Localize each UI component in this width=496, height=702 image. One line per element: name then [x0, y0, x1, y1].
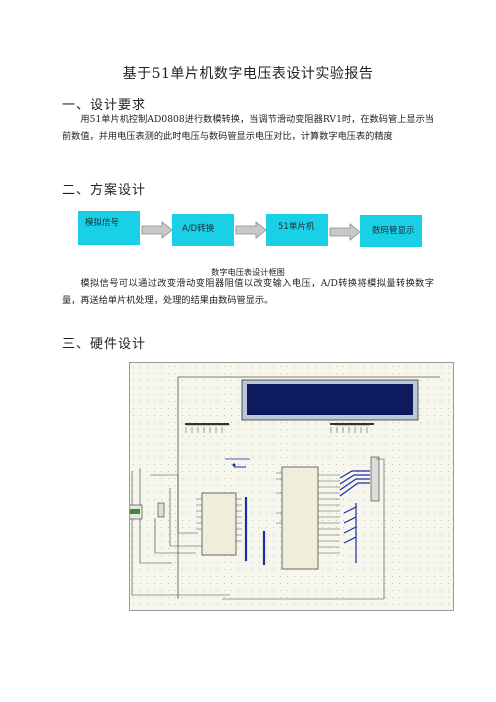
flow-box-label: A/D转换 [182, 224, 215, 234]
flow-arrow-2 [235, 221, 267, 239]
section-heading-hardware: 三、硬件设计 [62, 337, 147, 352]
page-title: 基于51单片机数字电压表设计实验报告 [122, 66, 374, 82]
lcd-screen [247, 384, 413, 415]
scheme-paragraph: 模拟信号可以通过改变滑动变阻器阻值以改变输入电压，A/D转换将模拟量转换数字量，… [62, 278, 434, 306]
flow-caption: 数字电压表设计框图 [211, 267, 285, 277]
flow-box-label: 模拟信号 [85, 218, 120, 228]
section-heading-scheme: 二、方案设计 [62, 183, 147, 198]
flow-box-analog-signal: 模拟信号 [78, 211, 140, 245]
flow-box-display: 数码管显示 [360, 215, 422, 247]
flow-box-ad-conversion: A/D转换 [172, 214, 234, 246]
section-heading-requirements: 一、设计要求 [62, 98, 147, 113]
flow-box-label: 数码管显示 [372, 226, 415, 236]
connector-header [370, 456, 380, 502]
circuit-schematic [129, 362, 454, 611]
flow-arrow-1 [141, 221, 173, 239]
schematic-drawing [130, 376, 440, 600]
mcu-chip [281, 466, 319, 570]
adc-chip [201, 492, 237, 556]
flow-arrow-3 [329, 223, 361, 241]
requirements-paragraph: 用51单片机控制AD0808进行数模转换，当调节滑动变阻器RV1时，在数码管上显… [62, 114, 434, 142]
potentiometer-rv1 [157, 502, 165, 518]
flow-box-label: 51单片机 [278, 222, 315, 232]
flow-box-mcu: 51单片机 [266, 214, 328, 246]
